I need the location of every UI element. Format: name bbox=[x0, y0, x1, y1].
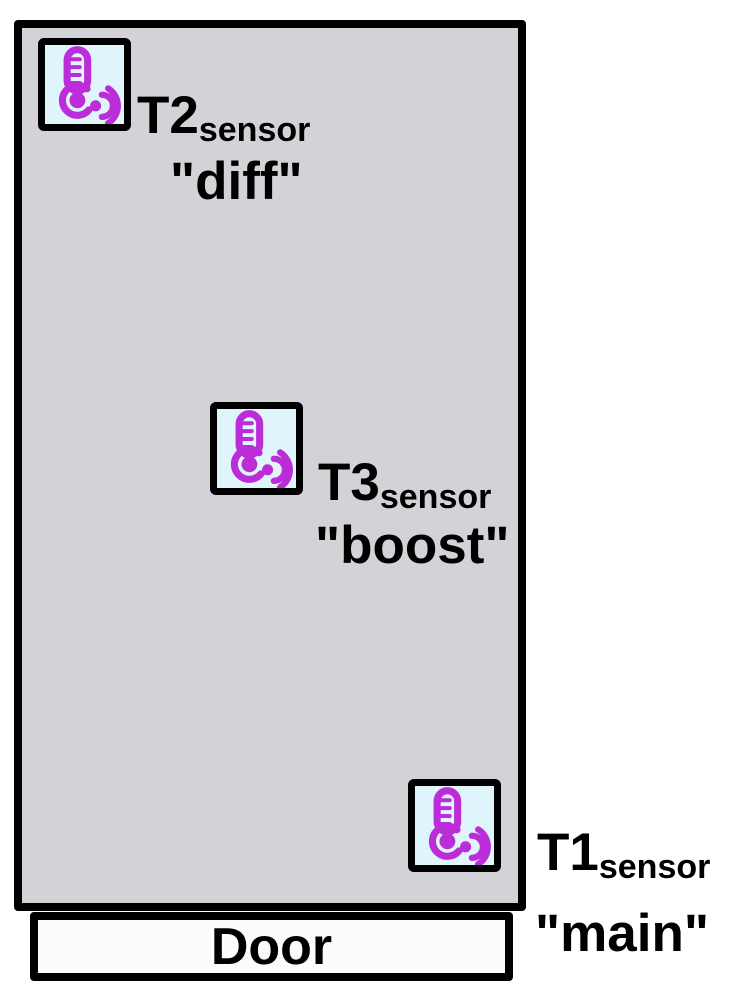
t2-sensor-alias: "diff" bbox=[170, 152, 303, 211]
t3-sensor-icon bbox=[210, 402, 303, 495]
door: Door bbox=[30, 912, 513, 981]
t1-sensor-icon bbox=[408, 779, 501, 872]
door-label: Door bbox=[210, 917, 333, 976]
t2-sensor-subscript: sensor bbox=[198, 111, 311, 149]
t1-sensor-subscript: sensor bbox=[598, 848, 711, 886]
t3-sensor-alias: "boost" bbox=[315, 516, 510, 575]
t3-sensor-subscript: sensor bbox=[379, 478, 492, 516]
t1-sensor-label: T1sensor bbox=[537, 823, 710, 884]
t1-sensor-name: T1 bbox=[537, 823, 599, 882]
t3-sensor-label: T3sensor bbox=[318, 453, 491, 514]
wireless-thermometer-icon bbox=[45, 45, 124, 124]
t3-sensor-name: T3 bbox=[318, 453, 380, 512]
t2-sensor-name: T2 bbox=[137, 86, 199, 145]
wireless-thermometer-icon bbox=[217, 409, 296, 488]
t2-sensor-icon bbox=[38, 38, 131, 131]
t1-sensor-alias: "main" bbox=[535, 904, 709, 963]
t2-sensor-label: T2sensor bbox=[137, 86, 310, 147]
wireless-thermometer-icon bbox=[415, 786, 494, 865]
